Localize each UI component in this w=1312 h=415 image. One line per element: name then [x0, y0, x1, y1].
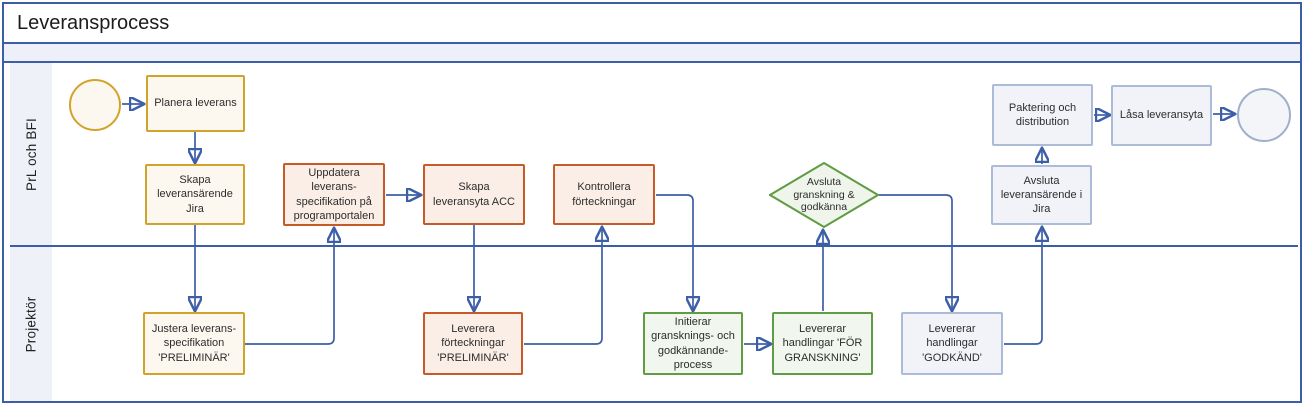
pool-header-band [4, 44, 1300, 63]
task-label: Paktering och distribution [1008, 101, 1077, 128]
start-event-circle[interactable] [69, 79, 121, 131]
task-planera-leverans[interactable]: Planera leverans [146, 75, 245, 132]
task-label: Initierar gransknings- och godkännande-p… [651, 316, 735, 371]
diamond-shape [769, 162, 879, 228]
edge-kontrollera-initierar [656, 194, 693, 310]
task-label: Levererar handlingar 'GODKÄND' [922, 323, 982, 364]
task-avsluta-leveransarende-jira[interactable]: Avsluta leveransärende i Jira [991, 165, 1092, 225]
lane-divider-line [10, 245, 1298, 247]
task-skapa-leveransarende-jira[interactable]: Skapa leveransärende Jira [145, 164, 245, 225]
decision-avsluta-granskning-godkanna[interactable]: Avsluta granskning & godkänna [769, 162, 879, 228]
task-label: Justera leverans-specifikation 'PRELIMIN… [151, 323, 237, 364]
task-label: Skapa leveransärende Jira [157, 174, 233, 215]
task-leverera-forteckningar-preliminar[interactable]: Leverera förteckningar 'PRELIMINÄR' [423, 312, 523, 375]
task-label: Kontrollera förteckningar [572, 181, 636, 208]
task-paktering-och-distribution[interactable]: Paktering och distribution [992, 84, 1093, 146]
task-initierar-granskningsprocess[interactable]: Initierar gransknings- och godkännande-p… [643, 312, 743, 375]
task-skapa-leveransyta-acc[interactable]: Skapa leveransyta ACC [423, 164, 525, 225]
task-label: Levererar handlingar 'FÖR GRANSKNING' [782, 323, 863, 364]
edge-decision-godkand [879, 194, 952, 310]
lane-label-prl-och-bfi: PrL och BFI [10, 63, 52, 245]
task-lasa-leveransyta[interactable]: Låsa leveransyta [1111, 85, 1212, 146]
task-label: Låsa leveransyta [1119, 109, 1204, 122]
pool-title: Leveransprocess [17, 11, 170, 34]
task-kontrollera-forteckningar[interactable]: Kontrollera förteckningar [553, 164, 655, 225]
edge-leverera-kontrollera [524, 228, 602, 345]
decision-label: Avsluta granskning & godkänna [793, 176, 855, 214]
task-label: Planera leverans [154, 97, 237, 110]
task-uppdatera-leveransspecifikation[interactable]: Uppdatera leverans-specifikation på prog… [283, 163, 385, 226]
edge-godkand-avslutajira [1004, 228, 1042, 345]
end-event-circle[interactable] [1237, 88, 1291, 142]
task-label: Leverera förteckningar 'PRELIMINÄR' [437, 323, 509, 364]
task-levererar-handlingar-for-granskning[interactable]: Levererar handlingar 'FÖR GRANSKNING' [772, 312, 873, 375]
task-label: Skapa leveransyta ACC [433, 181, 515, 208]
task-levererar-handlingar-godkand[interactable]: Levererar handlingar 'GODKÄND' [901, 312, 1003, 375]
lane-label-projektor: Projektör [10, 247, 52, 401]
pool-title-bar: Leveransprocess [4, 4, 1300, 44]
task-label: Uppdatera leverans-specifikation på prog… [293, 167, 375, 222]
edge-justera-uppdatera [245, 229, 334, 345]
task-justera-leveransspecifikation-preliminar[interactable]: Justera leverans-specifikation 'PRELIMIN… [143, 312, 245, 375]
task-label: Avsluta leveransärende i Jira [1000, 174, 1083, 216]
